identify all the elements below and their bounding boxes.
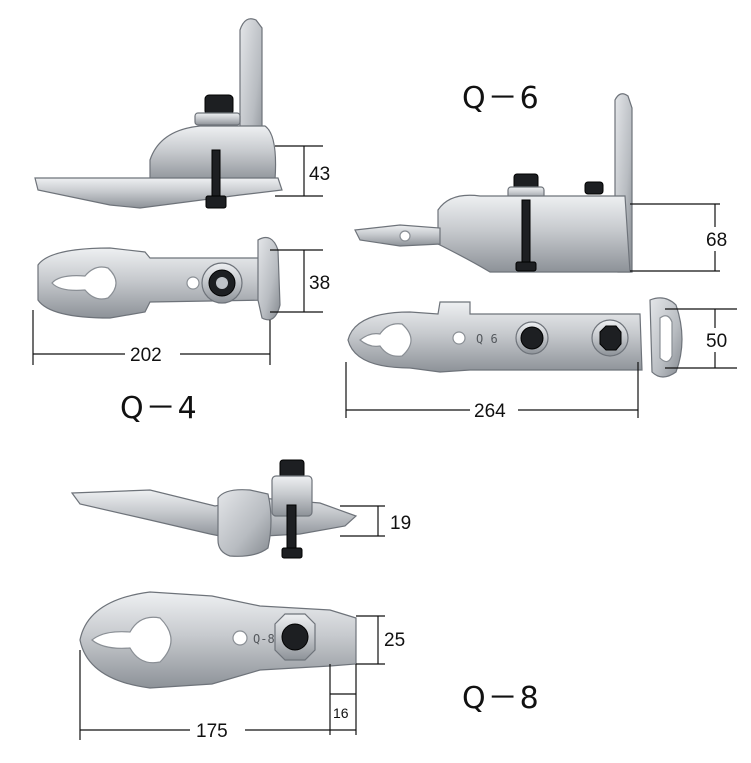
q4-length-label: 202	[130, 345, 162, 366]
q8-engraving: Q-8	[253, 632, 275, 646]
q8-width-label: 25	[384, 630, 405, 651]
q4-top-view	[37, 237, 281, 321]
q4-height-label: 43	[309, 164, 330, 185]
q8-dimensions	[79, 505, 385, 740]
q6-height-label: 68	[706, 230, 727, 251]
q8-model-label: Q－8	[462, 681, 541, 716]
q6-engraving: Q 6	[476, 332, 498, 346]
q8-tip-label: 16	[333, 705, 349, 721]
q6-top-view: Q 6	[347, 297, 683, 378]
q4-width-label: 38	[309, 273, 330, 294]
q8-length-label: 175	[196, 721, 228, 742]
q4-dimensions	[32, 145, 323, 365]
q6-length-label: 264	[474, 401, 506, 422]
q4-side-view	[34, 18, 283, 209]
q4-model-label: Q－4	[120, 391, 199, 426]
q8-height-label: 19	[390, 513, 411, 534]
q6-width-label: 50	[706, 331, 727, 352]
q8-top-view: Q-8	[79, 591, 357, 689]
q8-side-view	[70, 459, 358, 559]
q6-side-view	[354, 93, 633, 273]
q6-model-label: Q－6	[462, 81, 541, 116]
